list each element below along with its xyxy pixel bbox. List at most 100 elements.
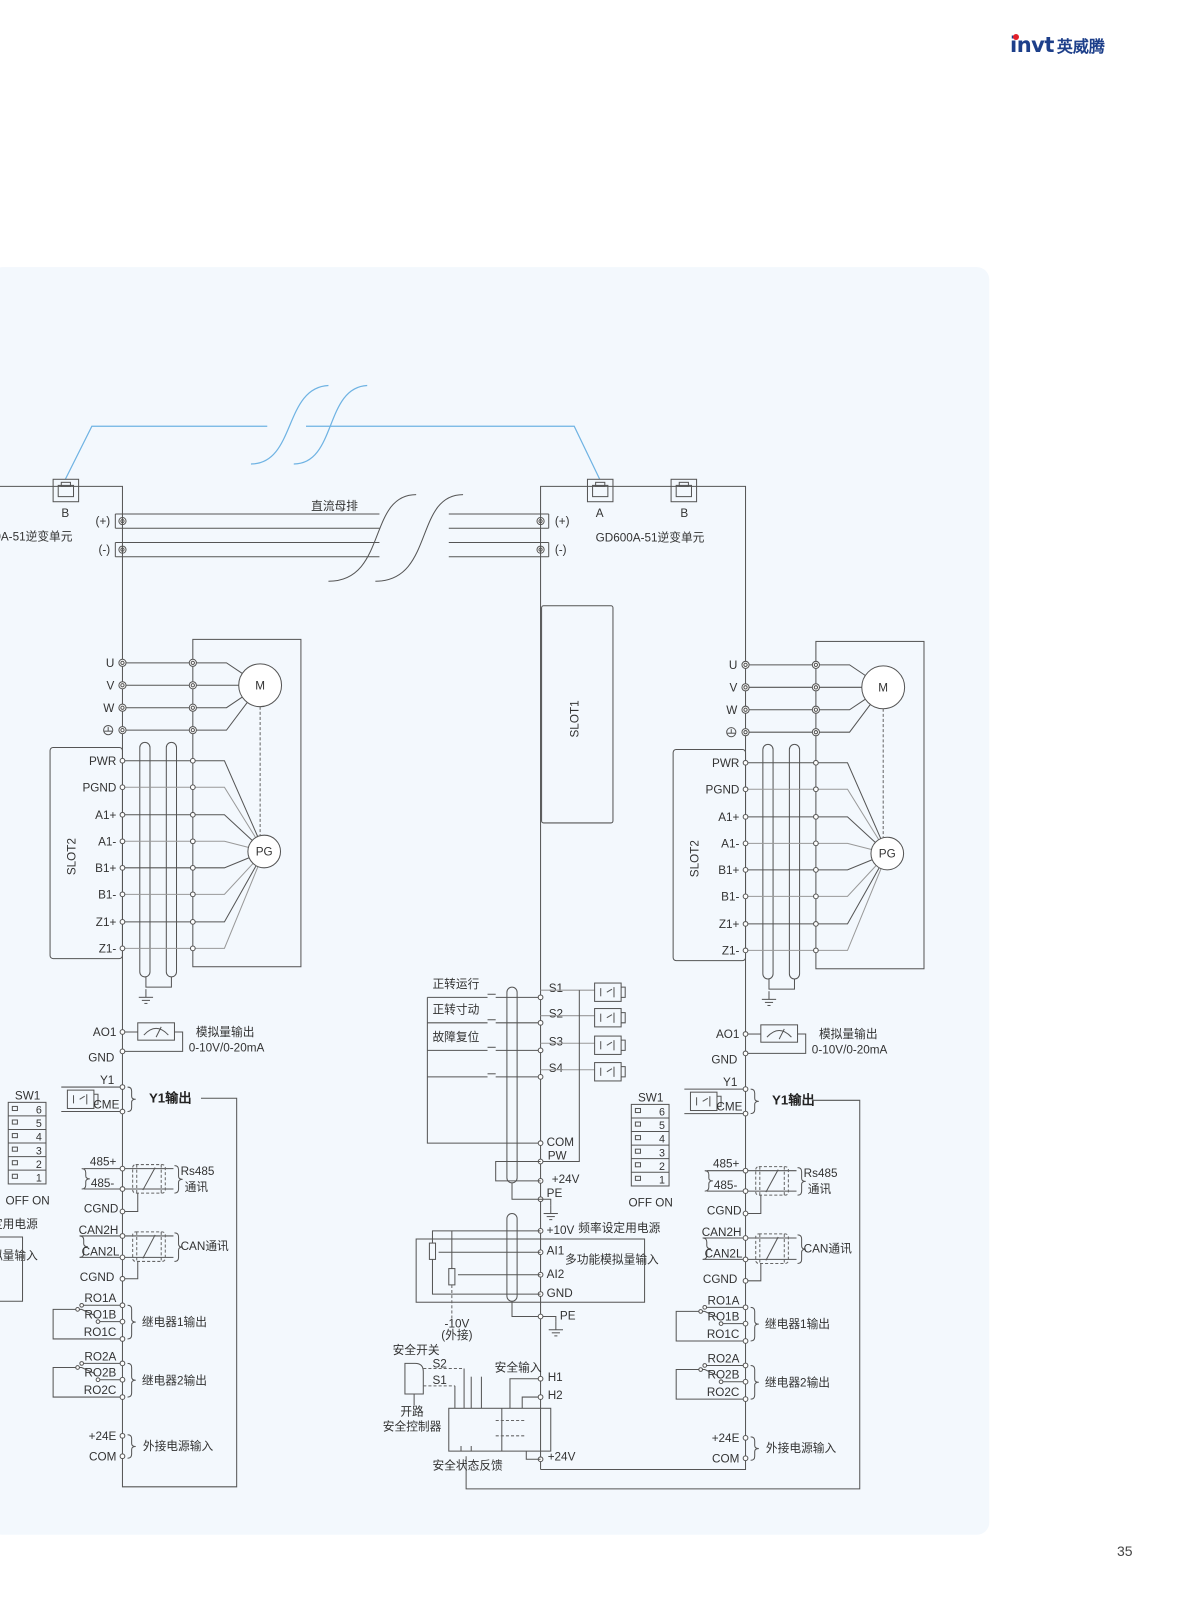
terminal-screw-center — [120, 705, 125, 710]
right-y1-label: Y1 — [723, 1076, 737, 1089]
h1-label: H1 — [548, 1371, 563, 1384]
left-ext-power-label: 外接电源输入 — [143, 1439, 214, 1453]
right-motor-box — [815, 640, 925, 970]
right-slot2-label: SLOT2 — [689, 840, 702, 877]
safety-input-label: 安全输入 — [495, 1361, 542, 1375]
pw-label: PW — [548, 1149, 568, 1162]
left-relay-terminal-label: RO2C — [84, 1384, 117, 1397]
right-sw1-position: 5 — [659, 1120, 665, 1132]
terminal-dot — [742, 1167, 749, 1174]
left-relay-label: 继电器2输出 — [142, 1373, 207, 1387]
left-encoder-terminal-label: B1+ — [95, 862, 116, 875]
terminal-dot — [119, 1360, 126, 1367]
right-cgnd2-label: CGND — [703, 1273, 738, 1286]
optocoupler-out — [621, 986, 626, 998]
right-p24e-label: +24E — [712, 1432, 740, 1445]
left-485-left-brace — [81, 1168, 90, 1190]
terminal-dot — [119, 1432, 126, 1439]
pw-24v-jumper — [495, 1160, 541, 1182]
right-encoder-terminal-label: A1+ — [718, 811, 739, 824]
optocoupler-icon — [594, 1008, 622, 1028]
right-sw1-toggle — [634, 1121, 642, 1127]
right-port-b-label: B — [680, 507, 688, 520]
logo-dot — [1013, 34, 1019, 40]
left-encoder-terminal-label: Z1- — [99, 942, 117, 955]
right-relay-terminal-label: RO2B — [707, 1369, 739, 1382]
terminal-dot — [742, 1256, 749, 1263]
left-relay-terminal-label: RO2A — [84, 1350, 116, 1363]
terminal-dot — [742, 1378, 749, 1385]
optocoupler-arrow — [606, 1068, 613, 1073]
terminal-screw-center — [120, 660, 125, 665]
right-y1-output-wire — [465, 1099, 861, 1490]
left-shield-ground-wire — [145, 976, 172, 988]
left-analog-in-label: 多功能模拟量输入 — [0, 1248, 38, 1262]
left-relay-common-wire — [52, 1308, 123, 1340]
right-power-terminal-label: W — [726, 704, 738, 717]
safety-controller-box — [448, 1407, 552, 1452]
input-terminal-label: S3 — [549, 1035, 563, 1048]
optocoupler-out — [621, 1066, 626, 1078]
left-encoder-label: PG — [256, 846, 273, 859]
terminal-dot — [742, 1110, 749, 1117]
ai1-label: AI1 — [547, 1244, 565, 1257]
comm-cable-break-icon — [293, 384, 368, 465]
terminal-screw-center — [813, 662, 819, 668]
dc-minus-left: (-) — [99, 544, 111, 557]
p10v-label: +10V — [547, 1224, 575, 1237]
left-power-wire — [122, 662, 243, 674]
terminal-screw-center — [190, 705, 195, 710]
right-y1-brace — [750, 1088, 759, 1115]
right-can2h-label: CAN2H — [702, 1226, 742, 1239]
left-relay-brace — [127, 1362, 136, 1398]
open-circuit-label: 开路 — [400, 1404, 424, 1418]
right-485-shield-wire — [745, 1195, 762, 1215]
optocoupler-arrow — [79, 1095, 85, 1100]
left-sw1-position: 5 — [36, 1118, 42, 1130]
terminal-dot — [742, 1277, 749, 1284]
terminal-dot — [119, 1302, 126, 1309]
left-relay-contact — [95, 1319, 101, 1324]
left-relay-contact — [79, 1302, 85, 1308]
right-can2l-label: CAN2L — [705, 1247, 743, 1260]
terminal-dot — [119, 1186, 126, 1192]
shielded-twisted-pair-icon — [755, 1166, 789, 1196]
right-relay-brace — [750, 1306, 759, 1342]
pw-wire — [540, 990, 580, 1163]
terminal-dot — [742, 1050, 749, 1057]
left-sw1-position: 6 — [36, 1105, 42, 1117]
terminal-screw-center — [190, 683, 195, 688]
right-sw1-position: 4 — [659, 1134, 665, 1146]
right-encoder-wire — [745, 867, 880, 925]
right-port-b-socket — [675, 484, 692, 498]
right-com-label: COM — [712, 1452, 739, 1465]
left-meter-scale — [143, 1027, 169, 1036]
terminal-dot — [119, 1029, 126, 1035]
right-relay-common-wire — [675, 1310, 746, 1342]
left-encoder-icon — [247, 834, 282, 869]
right-relay-label: 继电器1输出 — [765, 1317, 830, 1331]
left-power-terminal-label: U — [106, 657, 114, 670]
dc-plus-left: (+) — [96, 515, 111, 528]
terminal-dot — [189, 945, 196, 952]
terminal-dot — [813, 866, 819, 873]
right-y1-output-label: Y1输出 — [772, 1091, 815, 1107]
left-sw1-toggle — [11, 1119, 18, 1125]
diagram-panel — [0, 267, 990, 1535]
right-encoder-terminal-label: Z1+ — [719, 918, 740, 931]
right-encoder-wire — [745, 865, 877, 897]
right-sw1-off-on: OFF ON — [629, 1196, 673, 1209]
h2-wire — [521, 1396, 541, 1409]
terminal-dot — [742, 947, 749, 954]
left-sw1-toggle — [11, 1133, 18, 1139]
right-gnd-label: GND — [711, 1054, 737, 1067]
terminal-dot — [537, 1074, 544, 1080]
left-encoder-wire — [122, 814, 253, 841]
terminal-dot — [813, 893, 819, 900]
protective-earth-icon — [726, 727, 737, 738]
right-encoder-terminal-label: PWR — [712, 757, 739, 770]
ai2-label: AI2 — [547, 1268, 565, 1281]
left-sw1-position: 2 — [36, 1159, 42, 1171]
comm-cable — [64, 425, 268, 480]
right-485p-label: 485+ — [713, 1158, 740, 1171]
